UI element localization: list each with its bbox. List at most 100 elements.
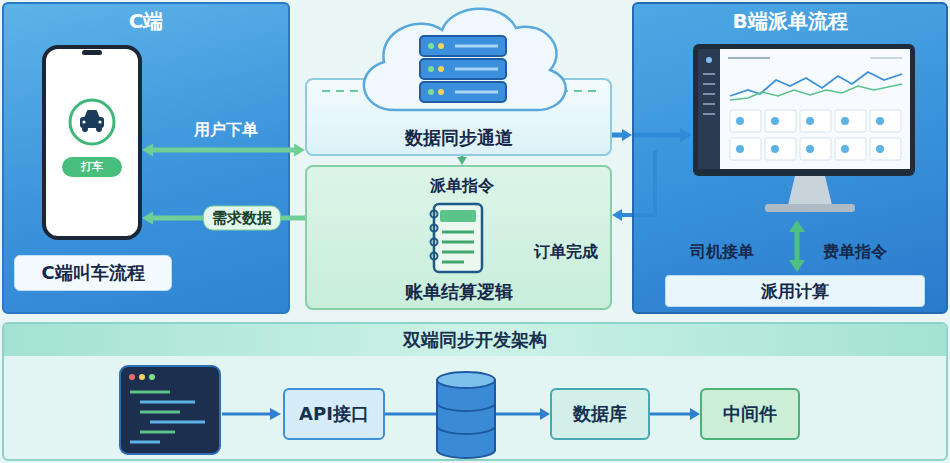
annotation-label: 费单指令: [823, 242, 887, 263]
arrow-to-monitor-part: [634, 133, 682, 138]
cloud-server-icon: [364, 9, 566, 110]
node-text: 账单结算逻辑: [307, 279, 610, 305]
process-box: 派用计算: [665, 275, 925, 307]
cloud-server-icon-part: [455, 91, 498, 94]
vertical-double-arrow-part: [789, 260, 805, 272]
phone-car-icon-part: [98, 120, 101, 123]
monitor-dashboard-part: [788, 176, 832, 205]
connector-line: [650, 413, 692, 416]
code-to-api-arrow-part: [270, 408, 281, 420]
monitor-dashboard-part: [698, 49, 720, 169]
cloud-server-icon-part: [420, 36, 506, 56]
monitor-dashboard-part: [706, 57, 712, 63]
connector-line: [151, 148, 296, 153]
node-text: 中间件: [702, 390, 798, 438]
edge-label: 订单完成: [534, 242, 598, 263]
notebook-icon-part: [434, 204, 482, 272]
connector: [650, 408, 700, 420]
monitor-dashboard-part-part: [736, 145, 744, 153]
cloud-server-icon-part: [428, 66, 434, 72]
cloud-server-icon-part: [438, 43, 444, 49]
phone-car-icon-part: [84, 110, 100, 118]
monitor-dashboard-part-part: [876, 145, 884, 153]
vertical-double-arrow-part: [795, 230, 800, 262]
connector: [457, 156, 467, 165]
cloud-server-icon-part: [364, 9, 566, 110]
panel-title: 双端同步开发架构: [4, 324, 946, 356]
code-editor-icon-part: [140, 431, 175, 434]
code-editor-icon-part: [150, 421, 205, 424]
monitor-dashboard-part-part: [765, 110, 796, 132]
database-icon: [437, 372, 495, 458]
code-editor-icon-part: [149, 374, 155, 380]
node-text: 数据同步通道: [307, 125, 610, 151]
cloud-server-icon-part: [455, 45, 498, 48]
monitor-dashboard-part-part: [800, 110, 831, 132]
cloud-server-icon-part: [438, 66, 444, 72]
process-box: API接口: [283, 388, 385, 440]
cloud-server-icon-part: [420, 82, 506, 102]
edge-label: 派单指令: [430, 176, 494, 197]
monitor-dashboard-part-part: [835, 138, 866, 160]
phone-car-icon: [70, 50, 114, 144]
monitor-dashboard-part-part: [870, 110, 901, 132]
arrow-to-monitor: [634, 128, 692, 142]
cloud-server-icon-part: [428, 43, 434, 49]
monitor-dashboard-part: [870, 57, 902, 59]
connector: [612, 209, 632, 221]
connector: [142, 143, 305, 156]
arrow-head: [622, 129, 632, 141]
code-editor-icon-part: [129, 374, 135, 380]
phone-car-icon-part: [82, 120, 85, 123]
arrow-head: [142, 211, 153, 224]
node-text: C端叫车流程: [15, 256, 171, 290]
monitor-dashboard-part: [703, 93, 715, 95]
notebook-icon-part: [431, 239, 438, 246]
monitor-dashboard-part-part: [771, 145, 779, 153]
monitor-dashboard-part: [703, 103, 715, 105]
monitor-dashboard-part-part: [736, 117, 744, 125]
arrow-head: [457, 157, 467, 165]
database-icon-part: [437, 372, 495, 388]
monitor-dashboard-part-part: [835, 110, 866, 132]
vertical-double-arrow: [789, 220, 805, 272]
monitor-dashboard-part: [703, 113, 715, 115]
cloud-server-icon-part: [438, 89, 444, 95]
notebook-icon-part: [431, 225, 438, 232]
notebook-icon-part: [442, 261, 464, 264]
panel: C端打车C端叫车流程: [2, 2, 290, 314]
monitor-dashboard-part: [730, 84, 902, 100]
node-text: 派用计算: [666, 276, 924, 306]
edge-label: 需求数据: [203, 206, 281, 231]
code-to-api-arrow: [222, 408, 281, 420]
phone-car-icon-part: [82, 50, 102, 55]
code-editor-icon-part: [130, 441, 160, 444]
monitor-dashboard-part-part: [841, 117, 849, 125]
code-editor-icon-part: [130, 391, 170, 394]
monitor-dashboard-part: [736, 117, 884, 153]
monitor-dashboard-part: [693, 44, 915, 176]
arrow-head: [294, 143, 305, 156]
cloud-server-icon-part: [455, 68, 498, 71]
phone-car-icon-part: [70, 100, 114, 144]
database-icon-part: [437, 380, 495, 450]
arrow-head: [142, 143, 153, 156]
arrow-head: [690, 408, 700, 420]
code-editor-icon-part: [139, 374, 145, 380]
monitor-dashboard-part-part: [806, 145, 814, 153]
code-editor-icon-part: [140, 411, 180, 414]
flow-label-box: C端叫车流程: [14, 255, 172, 291]
monitor-dashboard-part: [703, 83, 715, 85]
notebook-icon-part: [442, 241, 474, 244]
notebook-icon-part: [431, 253, 438, 260]
connector: [612, 129, 632, 141]
monitor-dashboard-part: [698, 49, 910, 169]
code-editor-icon-part: [140, 401, 195, 404]
node-text: 数据库: [552, 390, 648, 438]
phone-car-icon-part: [82, 126, 88, 132]
monitor-dashboard-part-part: [870, 138, 901, 160]
notebook-icon-part: [440, 210, 476, 222]
arrow-head: [540, 408, 550, 420]
